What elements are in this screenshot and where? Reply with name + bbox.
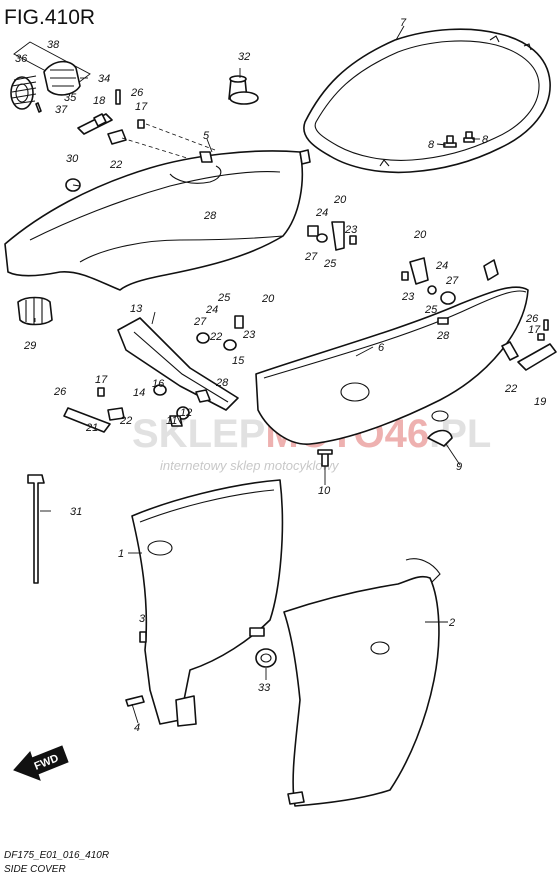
callout-label: 7 [400, 17, 407, 29]
callout-label: 25 [217, 292, 231, 304]
callout-label: 34 [98, 73, 110, 85]
callout-label: 22 [119, 415, 132, 427]
callout-label: 1 [118, 548, 124, 560]
watermark-subtitle: internetowy sklep motocyklowy [160, 458, 340, 473]
callout-label: 23 [344, 224, 358, 236]
callout-label: 36 [15, 53, 28, 65]
part-8-grommets [443, 131, 475, 148]
callout-label: 19 [534, 396, 546, 408]
part-31-cable-tie [27, 474, 45, 584]
callout-label: 35 [64, 92, 77, 104]
model-code: DF175_E01_016_410R [4, 850, 109, 861]
callout-label: 29 [23, 340, 36, 352]
figure-name: SIDE COVER [4, 864, 66, 875]
part-2-lower-cover [283, 558, 441, 807]
watermark-grey: SKLEP [132, 412, 265, 456]
part-7-seal [303, 28, 551, 174]
callout-label: 24 [315, 207, 328, 219]
callout-labels: 1 2 3 4 5 6 7 8 8 9 10 11 12 13 14 15 16… [15, 17, 546, 734]
callout-label: 37 [55, 104, 68, 116]
callout-label: 15 [232, 355, 245, 367]
callout-label: 4 [134, 722, 140, 734]
callout-label: 25 [424, 304, 438, 316]
callout-label: 8 [428, 139, 435, 151]
callout-label: 14 [133, 387, 145, 399]
part-13-bracket [117, 317, 239, 411]
callout-label: 22 [109, 159, 122, 171]
callout-label: 22 [504, 383, 517, 395]
callout-label: 5 [203, 130, 210, 142]
callout-label: 20 [261, 293, 275, 305]
callout-label: 8 [482, 134, 489, 146]
callout-label: 20 [333, 194, 347, 206]
callout-label: 30 [66, 153, 79, 165]
callout-label: 27 [304, 251, 318, 263]
callout-label: 18 [93, 95, 106, 107]
callout-label: 31 [70, 506, 82, 518]
callout-label: 26 [53, 386, 67, 398]
callout-label: 2 [448, 617, 455, 629]
callout-label: 24 [435, 260, 448, 272]
callout-label: 13 [130, 303, 143, 315]
small-fasteners [63, 221, 357, 433]
callout-label: 12 [180, 407, 192, 419]
part-1-lower-cover [131, 479, 284, 727]
callout-label: 11 [166, 415, 177, 427]
callout-label: 27 [445, 275, 459, 287]
callout-label: 28 [436, 330, 450, 342]
callout-label: 17 [95, 374, 108, 386]
callout-label: 28 [215, 377, 229, 389]
callout-label: 28 [203, 210, 217, 222]
callout-label: 17 [135, 101, 148, 113]
callout-label: 3 [139, 613, 146, 625]
callout-label: 16 [152, 378, 165, 390]
fwd-arrow: FWD [13, 745, 69, 781]
part-3-screw [139, 631, 147, 643]
callout-label: 26 [130, 87, 144, 99]
callout-label: 23 [401, 291, 415, 303]
right-latch-parts [401, 257, 557, 371]
callout-label: 33 [258, 682, 271, 694]
callout-label: 9 [456, 461, 462, 473]
callout-label: 24 [205, 304, 218, 316]
part-33-grommet [255, 648, 277, 668]
callout-label: 32 [238, 51, 250, 63]
callout-label: 27 [193, 316, 207, 328]
callout-label: 21 [85, 422, 98, 434]
callout-label: 22 [209, 331, 222, 343]
part-34-assembly [10, 41, 91, 113]
callout-label: 25 [323, 258, 337, 270]
part-10-bolt [317, 449, 333, 467]
part-9-plug [427, 429, 453, 447]
callout-label: 26 [525, 313, 539, 325]
callout-label: 17 [528, 324, 541, 336]
figure-title: FIG.410R [4, 6, 95, 29]
part-32-grommet [228, 75, 259, 105]
callout-label: 38 [47, 39, 60, 51]
part-5-upper-cover [4, 149, 311, 291]
callout-label: 6 [378, 342, 385, 354]
callout-label: 20 [413, 229, 427, 241]
part-4-bolt [125, 695, 145, 707]
leader-lines [34, 25, 480, 724]
upper-latch-parts [77, 89, 216, 163]
part-29-grommet [17, 296, 53, 326]
callout-label: 23 [242, 329, 256, 341]
callout-label: 10 [318, 485, 331, 497]
